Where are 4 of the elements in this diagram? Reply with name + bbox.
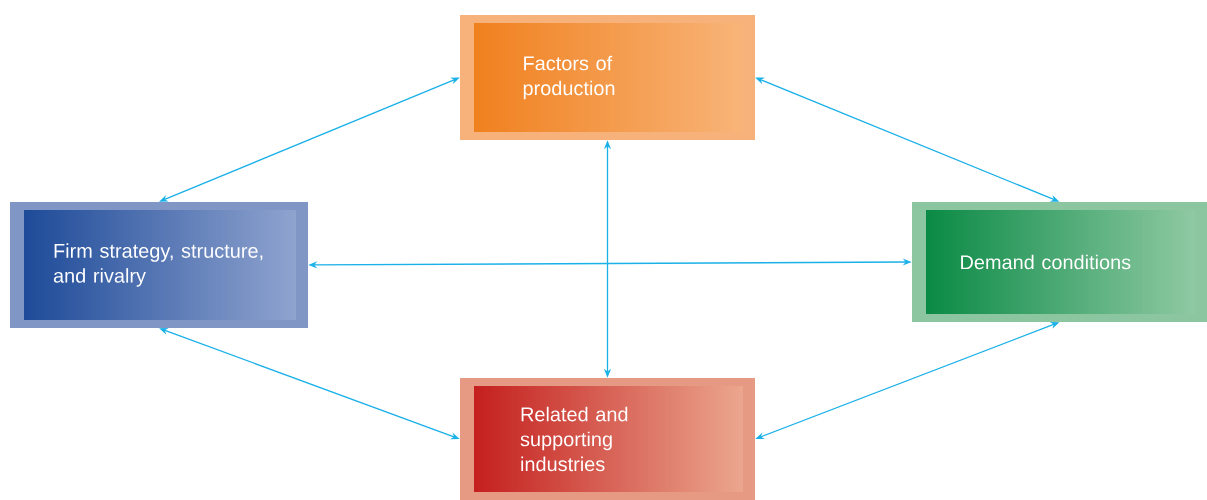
factor-box: Factors of production	[460, 15, 755, 140]
factor-box: Demand conditions	[912, 202, 1207, 322]
factor-box: Firm strategy, structure, and rivalry	[10, 202, 308, 328]
factor-box: Related and supporting industries	[460, 378, 755, 500]
